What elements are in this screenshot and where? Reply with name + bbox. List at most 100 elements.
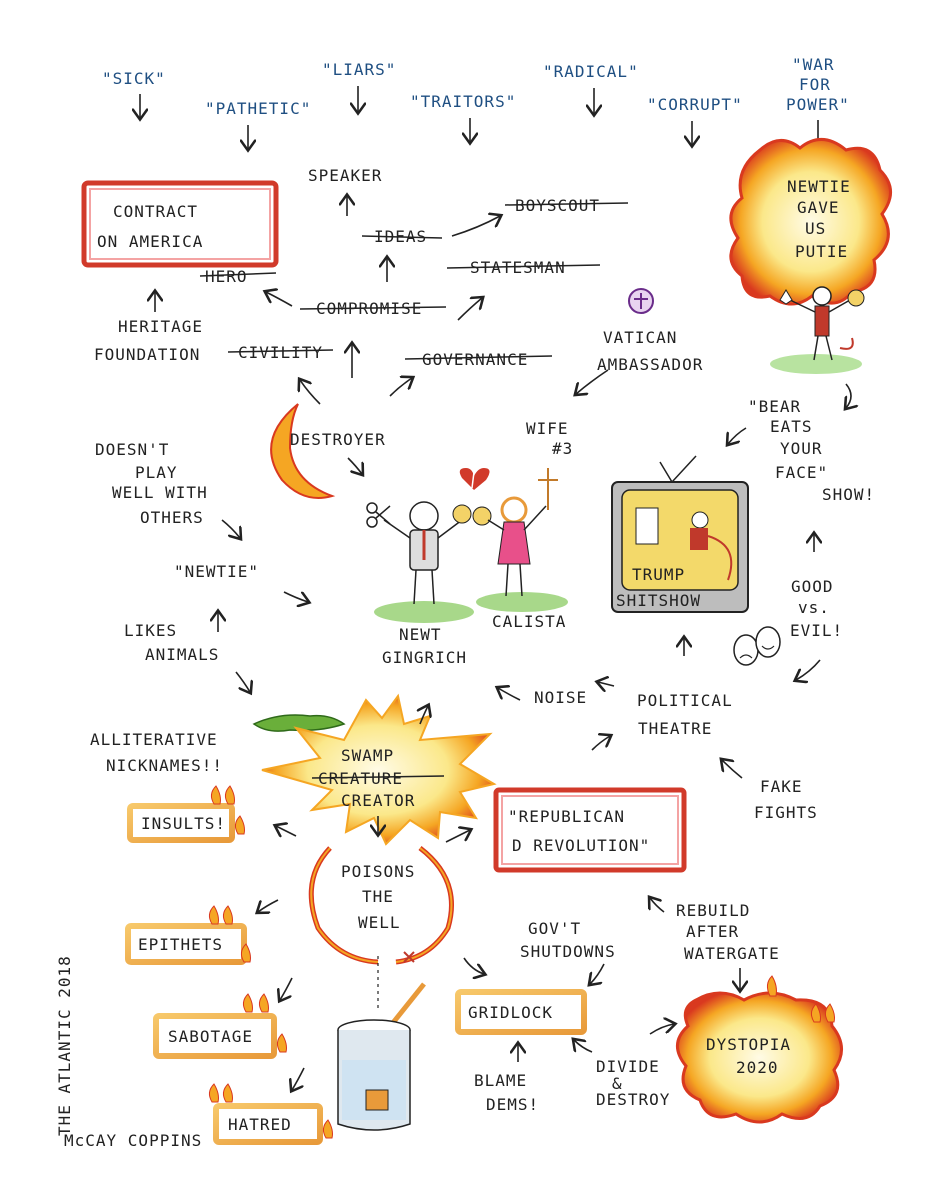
label-vs: vs. bbox=[798, 598, 830, 617]
quotes-row: "SICK" "PATHETIC" "LIARS" "TRAITORS" "RA… bbox=[102, 55, 850, 118]
label-trump: TRUMP bbox=[632, 565, 685, 584]
struck-boyscout: BOYSCOUT bbox=[515, 196, 600, 215]
label-heritage-1: HERITAGE bbox=[118, 317, 203, 336]
theatre-masks-icon bbox=[733, 626, 781, 666]
quote-power: POWER" bbox=[786, 95, 850, 114]
box-republican: "REPUBLICAN D REVOLUTION" bbox=[493, 787, 687, 873]
label-vatican-2: AMBASSADOR bbox=[597, 355, 703, 374]
box-sabotage: SABOTAGE bbox=[153, 1013, 277, 1059]
label-shutdowns: SHUTDOWNS bbox=[520, 942, 616, 961]
republican-line1: "REPUBLICAN bbox=[508, 807, 625, 826]
label-divide: DIVIDE bbox=[596, 1057, 660, 1076]
label-govt: GOV'T bbox=[528, 919, 581, 938]
label-bear-5: SHOW! bbox=[822, 485, 875, 504]
struck-creature: CREATURE bbox=[318, 769, 403, 788]
label-evil: EVIL! bbox=[790, 621, 843, 640]
label-bear-3: YOUR bbox=[780, 439, 823, 458]
label-doesnt-1: DOESN'T bbox=[95, 440, 169, 459]
label-destroy: DESTROY bbox=[596, 1090, 670, 1109]
label-noise: NOISE bbox=[534, 688, 587, 707]
credit-vertical: THE ATLANTIC 2018 bbox=[55, 955, 74, 1136]
box-hatred: HATRED bbox=[213, 1103, 323, 1145]
box-gridlock: GRIDLOCK bbox=[455, 989, 587, 1035]
credit-author: McCAY COPPINS bbox=[64, 1131, 202, 1150]
label-watergate: WATERGATE bbox=[684, 944, 780, 963]
quote-sick: "SICK" bbox=[102, 69, 166, 88]
gridlock-label: GRIDLOCK bbox=[468, 1003, 553, 1022]
contract-line2: ON AMERICA bbox=[97, 232, 203, 251]
destroyer-crescent bbox=[270, 403, 336, 499]
label-doesnt-3: WELL WITH bbox=[112, 483, 208, 502]
newt-calista-figures bbox=[366, 468, 568, 623]
sabotage-label: SABOTAGE bbox=[168, 1027, 253, 1046]
label-fights: FIGHTS bbox=[754, 803, 818, 822]
label-good: GOOD bbox=[791, 577, 834, 596]
quote-corrupt: "CORRUPT" bbox=[647, 95, 743, 114]
label-fake: FAKE bbox=[760, 777, 803, 796]
well-bucket-icon bbox=[337, 951, 426, 1131]
small-flame-icons bbox=[208, 785, 333, 1139]
label-creator: CREATOR bbox=[341, 791, 415, 810]
struck-governance: GOVERNANCE bbox=[422, 350, 528, 369]
hatred-label: HATRED bbox=[228, 1115, 292, 1134]
box-epithets: EPITHETS bbox=[125, 923, 247, 965]
label-calista: CALISTA bbox=[492, 612, 566, 631]
tv-trump: TRUMP SHITSHOW bbox=[611, 455, 749, 613]
label-nicknames: NICKNAMES!! bbox=[106, 756, 223, 775]
struck-civility: CIVILITY bbox=[238, 343, 323, 362]
label-poisons: POISONS bbox=[341, 862, 415, 881]
label-speaker: SPEAKER bbox=[308, 166, 382, 185]
label-well: WELL bbox=[358, 913, 401, 932]
epithets-label: EPITHETS bbox=[138, 935, 223, 954]
putie-line2: GAVE bbox=[797, 198, 840, 217]
contract-box: CONTRACT ON AMERICA bbox=[81, 180, 279, 268]
quote-pathetic: "PATHETIC" bbox=[205, 99, 311, 118]
putie-line1: NEWTIE bbox=[787, 177, 851, 196]
label-bear-1: "BEAR bbox=[748, 397, 801, 416]
label-rebuild: REBUILD bbox=[676, 901, 750, 920]
putie-line3: US bbox=[805, 219, 826, 238]
struck-statesman: STATESMAN bbox=[470, 258, 566, 277]
label-theatre: THEATRE bbox=[638, 719, 712, 738]
label-political: POLITICAL bbox=[637, 691, 733, 710]
label-shitshow: SHITSHOW bbox=[616, 591, 701, 610]
quote-traitors: "TRAITORS" bbox=[410, 92, 516, 111]
putie-line4: PUTIE bbox=[795, 242, 848, 261]
label-bear-4: FACE" bbox=[775, 463, 828, 482]
quote-war: "WAR bbox=[792, 55, 835, 74]
poisons-circle bbox=[308, 846, 454, 965]
label-vatican-1: VATICAN bbox=[603, 328, 677, 347]
devil-figure-icon bbox=[770, 286, 865, 374]
label-gingrich: GINGRICH bbox=[382, 648, 467, 667]
quote-radical: "RADICAL" bbox=[543, 62, 639, 81]
upper-arrows bbox=[155, 216, 609, 405]
label-doesnt-4: OTHERS bbox=[140, 508, 204, 527]
dystopia-line1: DYSTOPIA bbox=[706, 1035, 791, 1054]
newtie-putie-flame: NEWTIE GAVE US PUTIE bbox=[729, 138, 892, 306]
label-heritage-2: FOUNDATION bbox=[94, 345, 200, 364]
label-after: AFTER bbox=[686, 922, 739, 941]
quote-liars: "LIARS" bbox=[322, 60, 396, 79]
label-alliterative: ALLITERATIVE bbox=[90, 730, 218, 749]
label-animals: ANIMALS bbox=[145, 645, 219, 664]
label-amp: & bbox=[612, 1074, 623, 1093]
label-destroyer: DESTROYER bbox=[290, 430, 386, 449]
label-newt: NEWT bbox=[399, 625, 442, 644]
label-blame: BLAME bbox=[474, 1071, 527, 1090]
label-bear-2: EATS bbox=[770, 417, 813, 436]
label-newtie: "NEWTIE" bbox=[174, 562, 259, 581]
republican-line2: D REVOLUTION" bbox=[512, 836, 650, 855]
contract-line1: CONTRACT bbox=[113, 202, 198, 221]
quote-for: FOR bbox=[799, 75, 831, 94]
label-the: THE bbox=[362, 887, 394, 906]
label-wife: WIFE bbox=[526, 419, 569, 438]
cross-circle-icon bbox=[628, 288, 654, 314]
label-doesnt-2: PLAY bbox=[135, 463, 178, 482]
struck-words: BOYSCOUT IDEAS STATESMAN HERO COMPROMISE… bbox=[199, 196, 629, 369]
alligator-icon bbox=[252, 714, 346, 732]
label-dems: DEMS! bbox=[486, 1095, 539, 1114]
quote-arrows bbox=[140, 86, 818, 150]
label-likes: LIKES bbox=[124, 621, 177, 640]
struck-hero: HERO bbox=[205, 267, 248, 286]
